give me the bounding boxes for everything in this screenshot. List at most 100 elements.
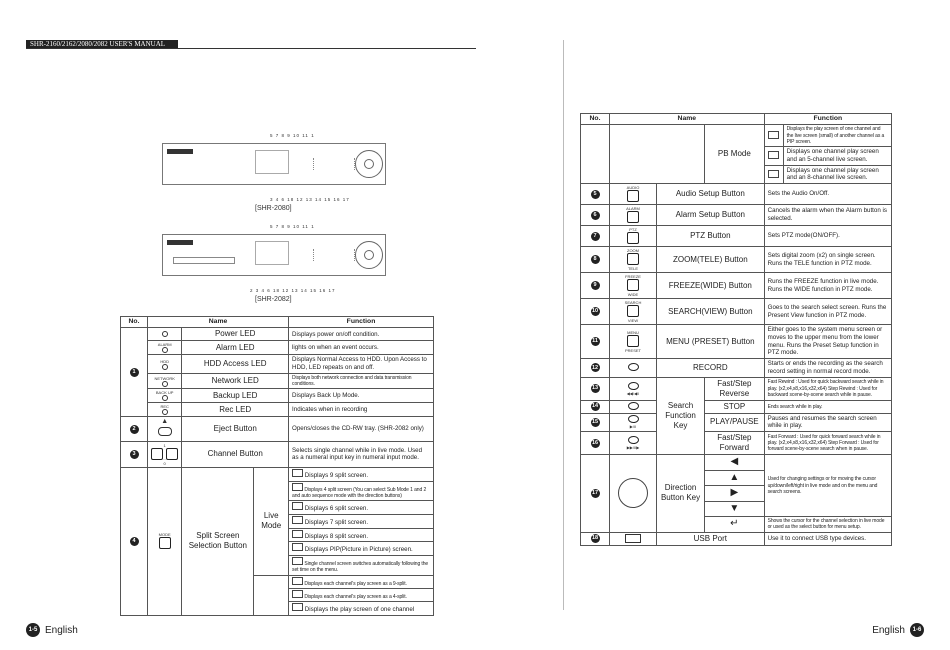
name-cell: Split Screen Selection Button (181, 466, 255, 616)
function-cell: Shows the cursor for the channel selecti… (763, 516, 893, 533)
function-cell: Sets PTZ mode(ON/OFF). (763, 225, 893, 248)
number-badge: 1 (129, 367, 139, 377)
function-cell: Use it to connect USB type devices. (763, 531, 893, 546)
function-cell: Displays 7 split screen. (288, 513, 434, 529)
number-badge: 15 (590, 417, 600, 427)
function-cell: Either goes to the system menu screen or… (763, 324, 893, 360)
right-function-table: No. Name Function PB Mode Displays the p… (580, 112, 893, 546)
function-cell: Displays one channel play screen and an … (782, 164, 893, 185)
name-cell: Network LED (181, 373, 290, 390)
table-row: HDD HDD Access LED Displays Normal Acces… (121, 354, 434, 374)
split-9-icon (292, 468, 304, 477)
split-4-icon (292, 482, 304, 491)
table-row: Displays the play screen of one channel (121, 601, 434, 616)
record-key-icon (627, 363, 639, 372)
audio-key-icon (627, 190, 639, 203)
table-row: Displays each channel's play screen as a… (121, 587, 434, 603)
search-key-icon (627, 305, 639, 318)
function-cell: Displays 9 split screen. (288, 466, 434, 482)
live-mode-label: Live Mode (253, 466, 290, 576)
menu-key-icon (627, 335, 639, 348)
number-badge: 8 (590, 255, 600, 265)
manual-title: SHR-2160/2162/2080/2082 USER'S MANUAL (26, 40, 178, 48)
search-function-key-label: Search Function Key (655, 376, 706, 456)
sub-name-cell: Fast/Step Forward (704, 431, 765, 456)
table-row: 13 ◀◀/◀II Search Function Key Fast/Step … (580, 376, 893, 456)
led-icon (161, 363, 168, 370)
name-cell: MENU (PRESET) Button (656, 324, 765, 360)
function-cell: Displays PIP(Picture in Picture) screen. (288, 541, 434, 557)
name-cell: Rec LED (181, 402, 290, 418)
number-badge: 7 (590, 231, 600, 241)
left-function-table: No. Name Function 1 Power LED Displays p… (120, 315, 434, 616)
col-function: Function (288, 315, 434, 329)
led-icon (161, 395, 168, 402)
shr2080-front-panel-illustration (162, 143, 386, 185)
shr2080-caption: [SHR-2080] (255, 205, 292, 212)
function-cell: Displays Back Up Mode. (288, 388, 434, 404)
function-cell: Displays the play screen of one channel … (782, 124, 893, 148)
zoom-key-icon (627, 253, 639, 266)
table-row: Displays one channel play screen and an … (581, 146, 893, 166)
name-cell: Eject Button (181, 416, 290, 442)
function-cell: Ends search while in play. (763, 399, 893, 414)
name-cell: PTZ Button (656, 225, 765, 248)
function-cell: Displays both network connection and dat… (288, 373, 434, 390)
name-cell: Power LED (181, 327, 290, 342)
number-badge: 4 (129, 536, 139, 546)
left-arrow-icon: ◀ (704, 454, 765, 471)
number-badge: 12 (590, 363, 600, 373)
function-cell: Goes to the search select screen. Runs t… (763, 298, 893, 326)
function-cell: Displays one channel play screen and an … (782, 146, 893, 166)
function-cell: Sets digital zoom (x2) on single screen.… (763, 246, 893, 274)
shr2082-caption: [SHR-2082] (255, 296, 292, 303)
shr2080-top-callouts: 5 7 8 9 10 11 1 (270, 133, 315, 138)
number-badge: 17 (590, 488, 600, 498)
function-cell: Displays the play screen of one channel (288, 601, 434, 616)
table-row: ALARM Alarm LED lights on when an event … (121, 340, 434, 356)
usb-icon (625, 533, 641, 543)
name-cell: FREEZE(WIDE) Button (656, 272, 765, 300)
name-cell: Backup LED (181, 388, 290, 404)
function-cell: Displays each channel's play screen as a… (288, 587, 434, 603)
function-cell: Displays 6 split screen. (288, 500, 434, 515)
table-row: 15 ▶/II PLAY/PAUSE Pauses and resumes th… (580, 412, 893, 433)
play-pause-key-icon (627, 415, 639, 424)
split-9-icon (768, 169, 780, 178)
channel-key-icon (151, 447, 163, 460)
pip-icon (292, 543, 304, 552)
function-cell: Selects single channel while in live mod… (288, 440, 434, 468)
header-rule (26, 48, 476, 49)
split-8-icon (292, 529, 304, 538)
table-row: 4 MODE Split Screen Selection Button Liv… (120, 466, 434, 616)
shr2082-front-panel-illustration (162, 234, 386, 276)
split-6-icon (768, 151, 780, 160)
eject-icon: ▲ (161, 418, 169, 426)
shr2082-bottom-callouts: 2 3 4 6 18 12 13 14 15 16 17 (250, 288, 336, 293)
name-cell: USB Port (656, 531, 765, 546)
function-cell: Indicates when in recording (288, 402, 434, 418)
led-icon (161, 380, 168, 387)
table-row: 7 PTZ PTZ Button Sets PTZ mode(ON/OFF). (580, 225, 893, 248)
table-row: 18 USB Port Use it to connect USB type d… (580, 531, 893, 546)
split-4-icon (292, 589, 304, 598)
auto-sequence-icon (292, 557, 304, 566)
table-row: 6 ALARM Alarm Setup Button Cancels the a… (580, 204, 893, 227)
table-row: PB Mode Displays the play screen of one … (580, 124, 893, 185)
alarm-key-icon (627, 211, 639, 224)
function-cell: Cancels the alarm when the Alarm button … (763, 204, 893, 227)
pb-mode-label: PB Mode (704, 124, 765, 185)
led-icon (161, 409, 168, 416)
function-cell: Displays each channel's play screen as a… (288, 574, 434, 589)
split-9-icon (292, 576, 304, 585)
number-badge: 10 (590, 307, 600, 317)
function-cell: Opens/closes the CD-RW tray. (SHR-2082 o… (288, 416, 434, 442)
table-row: REC Rec LED Indicates when in recording (121, 402, 434, 418)
led-icon (161, 347, 168, 354)
function-cell: lights on when an event occurs. (288, 340, 434, 356)
table-row: Displays each channel's play screen as a… (121, 574, 434, 616)
sub-name-cell: Fast/Step Reverse (704, 376, 765, 401)
split-7-icon (292, 515, 304, 524)
function-cell: Fast Rewind : Used for quick backward se… (763, 376, 893, 401)
